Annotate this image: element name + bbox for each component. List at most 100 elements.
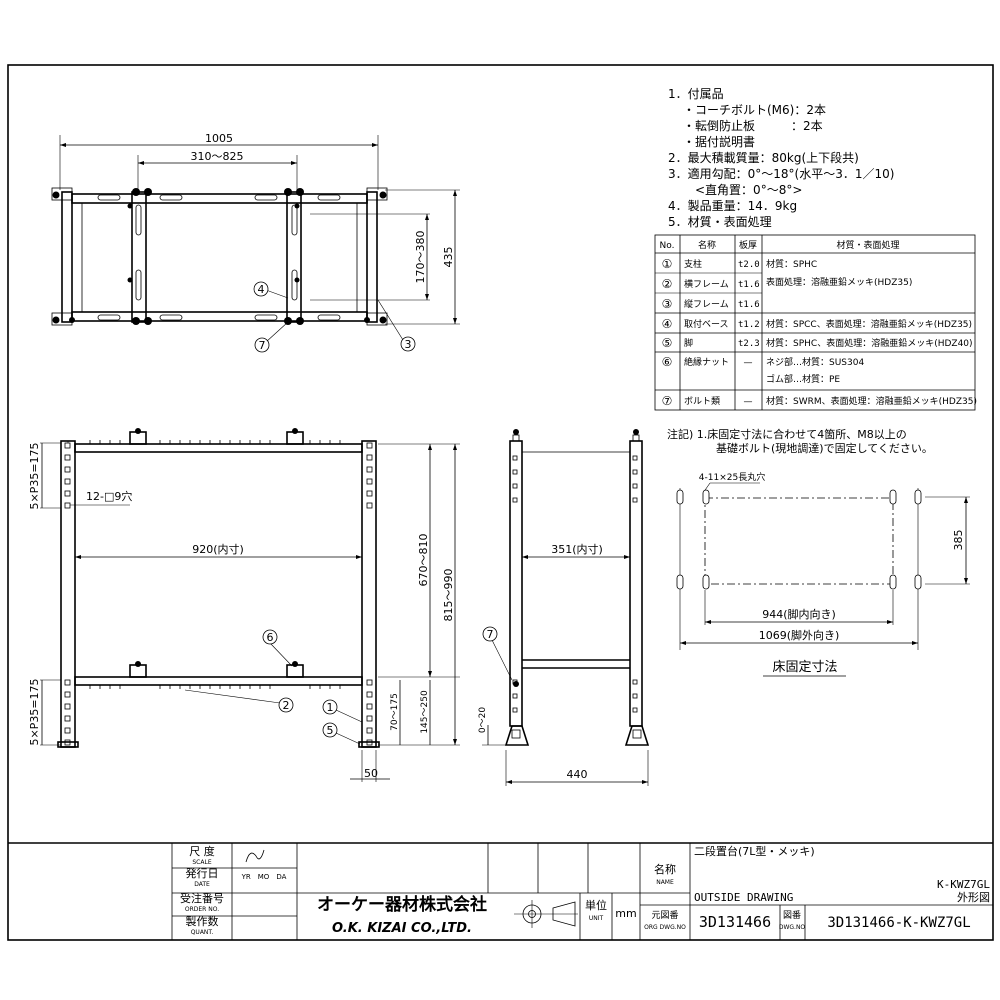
unit-label: 単位 [585, 898, 607, 912]
svg-text:①: ① [662, 257, 673, 271]
dim-floor-inner: 944(脚内向き) [762, 607, 836, 621]
svg-text:横フレーム: 横フレーム [684, 278, 729, 290]
callout-4 [253, 281, 269, 297]
note2-line2: 基礎ボルト(現地調達)で固定してください。 [716, 441, 933, 455]
table-row: ① 支柱 t2.0 材質：SPHC [662, 257, 818, 271]
th-material: 材質・表面処理 [836, 239, 899, 251]
note-1b: ・転倒防止板 ：2本 [683, 118, 823, 133]
scale-en: SCALE [192, 859, 211, 866]
title-block: 尺 度 SCALE 発行日 DATE YR MO DA 受注番号 ORDER N… [171, 843, 993, 940]
svg-text:⑥: ⑥ [662, 355, 673, 369]
svg-text:—: — [744, 397, 753, 407]
th-name: 名称 [698, 239, 716, 251]
floor-fixing-view: 4-11×25長丸穴 385 944(脚内向き) 1069(脚外向き) 床固定寸… [676, 471, 970, 677]
orig-value: 3D131466 [699, 913, 771, 931]
dim-pitch-lower: 5×P35=175 [28, 678, 41, 745]
svg-text:4: 4 [258, 283, 265, 296]
unit-value: mm [615, 907, 636, 920]
callout-2 [278, 697, 294, 713]
svg-text:t1.6: t1.6 [738, 300, 760, 310]
side-view: 351(内寸) 440 0～20 7 [478, 429, 650, 786]
dim-top-depth: 435 [442, 247, 455, 268]
name-jp: 二段置台(7L型・メッキ) [694, 844, 815, 858]
note-3b: <直角置：0°～8°> [695, 183, 802, 197]
svg-text:3: 3 [405, 338, 412, 351]
svg-text:材質：SWRM、表面処理：溶融亜鉛メッキ(HDZ35): 材質：SWRM、表面処理：溶融亜鉛メッキ(HDZ35) [766, 395, 977, 407]
callout-7 [254, 337, 270, 353]
svg-text:縦フレーム: 縦フレーム [684, 298, 729, 310]
dim-top-width: 1005 [205, 132, 233, 145]
note-1a: ・コーチボルト(M6)：2本 [683, 103, 826, 117]
note-2: 2．最大積載質量：80kg(上下段共) [668, 150, 859, 165]
callout-6 [262, 629, 278, 645]
unit-en: UNIT [589, 915, 604, 922]
callout-3 [400, 336, 416, 352]
dim-top-span: 310～825 [191, 150, 244, 163]
svg-text:t1.2: t1.2 [738, 320, 760, 330]
note-1: 1．付属品 [668, 87, 724, 101]
svg-text:⑤: ⑤ [662, 336, 673, 350]
table-row: ⑤ 脚 t2.3 材質：SPHC、表面処理：溶融亜鉛メッキ(HDZ40) [662, 336, 973, 350]
company-jp: オーケー器材株式会社 [317, 894, 487, 915]
table-row: ② 横フレーム t1.6 表面処理：溶融亜鉛メッキ(HDZ35) [662, 276, 913, 291]
model: K-KWZ7GL [937, 878, 990, 891]
th-no: No. [660, 241, 675, 251]
quant-label: 製作数 [186, 914, 219, 928]
table-row: ④ 取付ベース t1.2 材質：SPCC、表面処理：溶融亜鉛メッキ(HDZ35) [662, 317, 972, 331]
svg-text:絶縁ナット: 絶縁ナット [684, 356, 729, 368]
svg-text:5: 5 [327, 724, 334, 737]
dim-floor-depth: 385 [952, 530, 965, 551]
issue-label: 発行日 [186, 866, 219, 880]
svg-text:③: ③ [662, 297, 673, 311]
dwg-value: 3D131466-K-KWZ7GL [827, 915, 970, 931]
note2-line1: 注記) 1.床固定寸法に合わせて4箇所、M8以上の [667, 427, 907, 441]
dim-front-height: 815～990 [442, 569, 455, 622]
front-view: 5×P35=175 5×P35=175 12-□9穴 920(内寸) 670～8… [28, 428, 460, 782]
quant-en: QUANT. [191, 929, 214, 936]
dwg-en: DWG.NO [779, 924, 806, 931]
dim-pitch-upper: 5×P35=175 [28, 442, 41, 509]
svg-text:ネジ部…材質：SUS304: ネジ部…材質：SUS304 [766, 356, 864, 368]
note-4: 4．製品重量：14．9kg [668, 199, 797, 213]
issue-en: DATE [194, 881, 210, 888]
svg-text:脚: 脚 [684, 338, 693, 349]
name-label: 名称 [654, 862, 676, 876]
scale-symbol [245, 849, 265, 863]
svg-text:材質：SPHC: 材質：SPHC [766, 258, 817, 270]
notes: 1．付属品 ・コーチボルト(M6)：2本 ・転倒防止板 ：2本 ・据付説明書 2… [668, 87, 894, 229]
svg-text:6: 6 [267, 631, 274, 644]
dim-floor-outer: 1069(脚外向き) [759, 628, 840, 642]
dim-front-height-range: 670～810 [417, 534, 430, 587]
th-thick: 板厚 [739, 239, 757, 251]
svg-text:7: 7 [259, 339, 266, 352]
svg-text:材質：SPCC、表面処理：溶融亜鉛メッキ(HDZ35): 材質：SPCC、表面処理：溶融亜鉛メッキ(HDZ35) [766, 318, 972, 330]
name-outside: OUTSIDE DRAWING [694, 891, 793, 904]
svg-text:材質：SPHC、表面処理：溶融亜鉛メッキ(HDZ40): 材質：SPHC、表面処理：溶融亜鉛メッキ(HDZ40) [766, 337, 973, 349]
projection-symbol [514, 900, 578, 928]
svg-text:支柱: 支柱 [684, 258, 702, 270]
table-row: ⑥ 絶縁ナット — ネジ部…材質：SUS304 ゴム部…材質：PE [662, 355, 865, 385]
floor-title: 床固定寸法 [772, 660, 837, 675]
dim-side-adj: 0～20 [478, 707, 488, 733]
name-en: NAME [656, 879, 674, 886]
svg-text:⑦: ⑦ [662, 394, 673, 408]
svg-text:t1.6: t1.6 [738, 280, 760, 290]
svg-text:t2.3: t2.3 [738, 339, 760, 349]
dim-front-inner: 920(内寸) [192, 542, 244, 556]
label-floor-slot: 4-11×25長丸穴 [699, 471, 765, 483]
svg-text:7: 7 [487, 628, 494, 641]
top-view: 1005 310～825 [51, 132, 460, 353]
svg-text:t2.0: t2.0 [738, 260, 760, 270]
callout-5 [322, 722, 338, 738]
company-en: O.K. KIZAI CO.,LTD. [332, 921, 472, 936]
order-en: ORDER NO. [185, 906, 219, 913]
dwg-label: 図番 [783, 909, 801, 921]
svg-text:④: ④ [662, 317, 673, 331]
callout-7-side [482, 626, 498, 642]
label-holes: 12-□9穴 [86, 489, 132, 503]
table-row: ③ 縦フレーム t1.6 [662, 297, 760, 311]
issue-value: YR MO DA [241, 873, 287, 881]
svg-text:②: ② [662, 277, 673, 291]
dim-side-width: 440 [567, 768, 588, 781]
